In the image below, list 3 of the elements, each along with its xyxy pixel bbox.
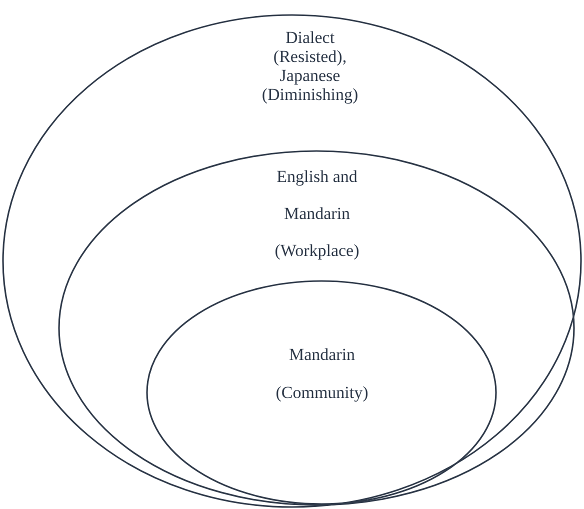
ellipse-label: Mandarin (Community) (274, 344, 370, 404)
ellipse-label: English and Mandarin (Workplace) (274, 166, 360, 262)
ellipse-label: Dialect (Resisted), Japanese (Diminishing) (260, 28, 360, 104)
